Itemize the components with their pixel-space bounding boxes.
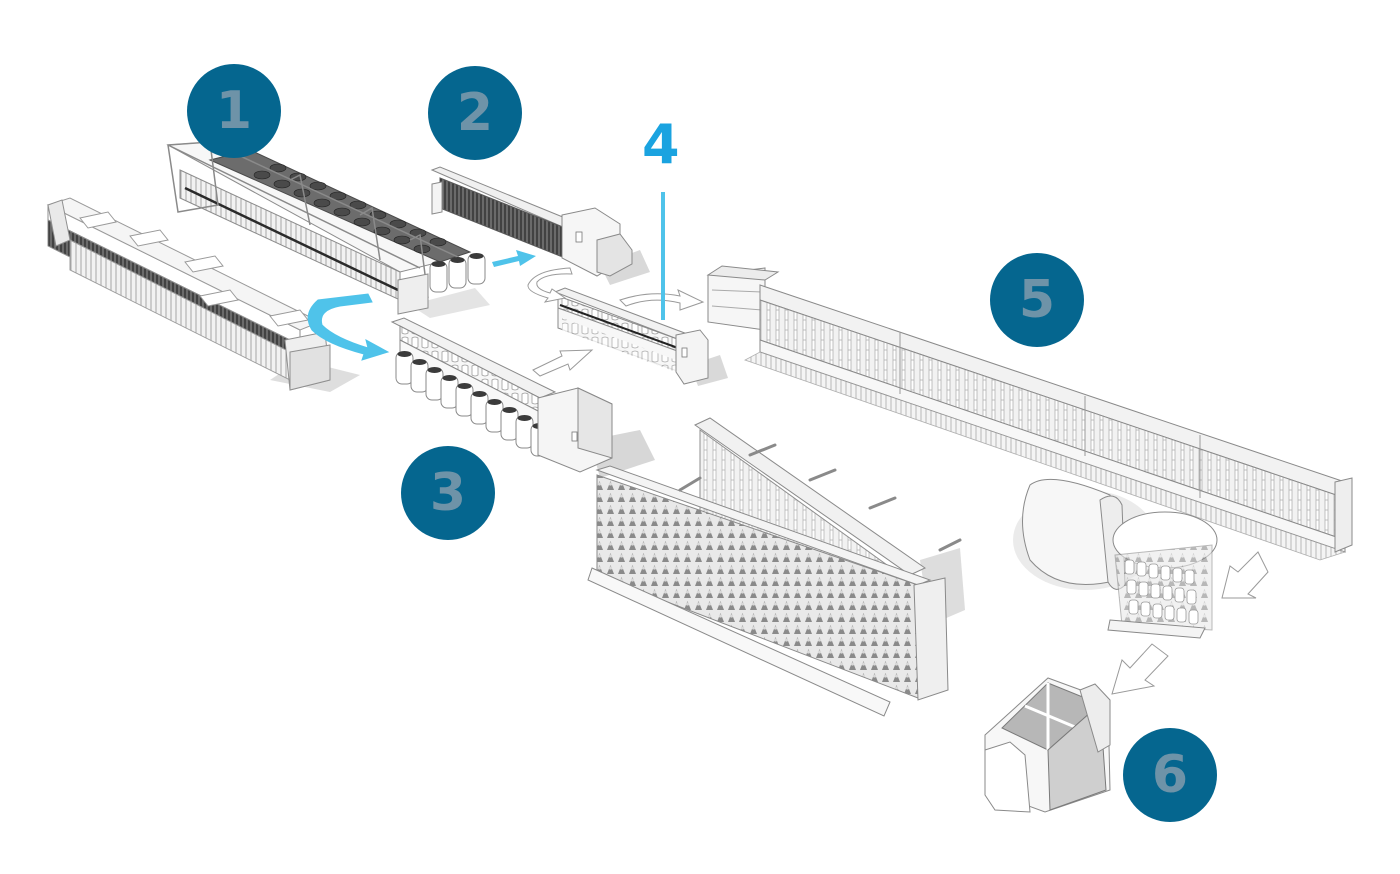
- roving-frame-machine: [430, 166, 650, 285]
- autoclave-machine: [1013, 478, 1218, 639]
- step-badge-1: 1: [187, 64, 281, 158]
- step-label-4: 4: [642, 113, 680, 176]
- arrow-3-to-4: [532, 349, 594, 377]
- arrow-1-to-2: [492, 250, 536, 267]
- carding-line-machine: [46, 197, 360, 392]
- step-badge-3: 3: [401, 446, 495, 540]
- step-badge-6: 6: [1123, 728, 1217, 822]
- drawing-frame-machine: [166, 141, 490, 318]
- arrow-1-to-3: [307, 293, 390, 361]
- arrow-autoclave-to-6: [1111, 643, 1169, 695]
- winder-machine: [553, 287, 728, 386]
- arrow-2-to-4: [527, 267, 573, 303]
- creel-rack-machine: [587, 417, 965, 717]
- packaging-machine: [984, 677, 1111, 813]
- lap-former-machine: [390, 317, 655, 478]
- step-badge-5: 5: [990, 253, 1084, 347]
- step-4-leader-line: [661, 192, 665, 320]
- arrow-5-to-autoclave: [1221, 551, 1269, 599]
- ring-frame-machine: [706, 265, 1353, 561]
- step-badge-2: 2: [428, 66, 522, 160]
